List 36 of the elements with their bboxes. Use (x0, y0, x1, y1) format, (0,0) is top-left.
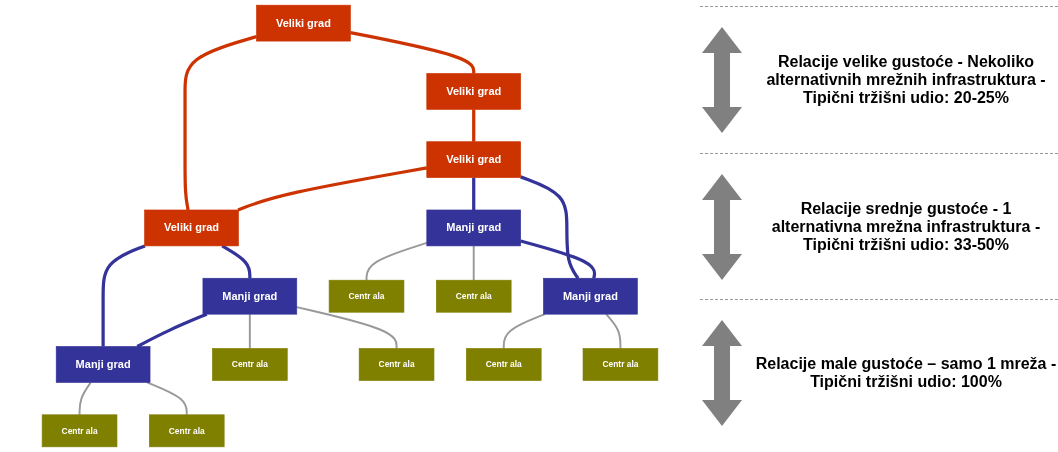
connector (472, 177, 476, 210)
node-box: Veliki grad (256, 4, 351, 42)
node-box: Veliki grad (144, 209, 239, 247)
note-text: Relacije velike gustoće - Nekoliko alternativnih mrežnih infrastruktura - Tipični tržišni udio: 20-25% (765, 52, 1047, 107)
node-box: Veliki grad (426, 141, 521, 178)
connector (472, 109, 476, 142)
note-text: Relacije srednje gustoće - 1 alternativna mrežna infrastruktura - Tipični tržišni udio: 33-50% (770, 199, 1042, 254)
connector (237, 166, 428, 212)
connector (605, 313, 622, 350)
node-box: Centr ala (41, 414, 118, 448)
node-box: Centr ala (328, 279, 405, 313)
note-text: Relacije male gustoće – samo 1 mreža - Tipični tržišni udio: 100% (754, 355, 1058, 392)
connector (472, 244, 475, 282)
connector (183, 35, 257, 211)
node-box: Manji grad (543, 277, 638, 315)
connector (520, 239, 597, 279)
connector (520, 175, 580, 280)
node-box: Centr ala (466, 348, 542, 381)
connector (78, 381, 92, 416)
connector (365, 241, 428, 282)
connector (295, 306, 398, 350)
node-box: Centr ala (358, 348, 435, 381)
connector (248, 313, 251, 350)
node-box: Manji grad (426, 209, 521, 247)
node-box: Manji grad (202, 277, 298, 315)
node-box: Veliki grad (426, 73, 521, 110)
connector (146, 381, 188, 416)
connector (221, 244, 252, 279)
connector (136, 312, 208, 348)
connector (101, 244, 146, 347)
node-box: Centr ala (149, 414, 225, 448)
node-box: Centr ala (212, 348, 288, 381)
node-box: Centr ala (435, 279, 512, 313)
node-box: Centr ala (582, 348, 659, 381)
node-box: Manji grad (55, 346, 151, 383)
connector (502, 313, 546, 350)
